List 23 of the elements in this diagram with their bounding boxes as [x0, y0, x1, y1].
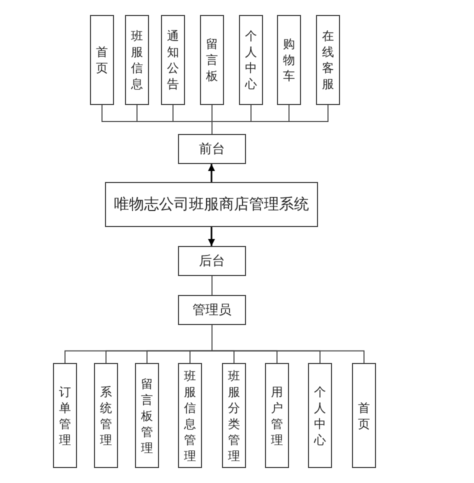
- process-box: 管理员: [178, 295, 246, 325]
- module-box: 个人中心: [308, 363, 332, 468]
- module-box: 班服信息: [125, 15, 149, 105]
- module-box: 在线客服: [316, 15, 340, 105]
- module-box: 留言板: [200, 15, 224, 105]
- system-box: 唯物志公司班服商店管理系统: [105, 182, 318, 227]
- arrow: [208, 164, 215, 182]
- module-box: 通知公告: [161, 15, 185, 105]
- module-box: 个人中心: [239, 15, 263, 105]
- module-box: 首页: [352, 363, 376, 468]
- connector-line: [212, 104, 328, 134]
- module-box: 系统管理: [94, 363, 118, 468]
- module-box: 首页: [90, 15, 114, 105]
- process-box: 前台: [178, 134, 246, 164]
- module-box: 班服信息管理: [178, 363, 202, 468]
- process-box: 后台: [178, 246, 246, 276]
- connector-line: [212, 324, 364, 364]
- arrow: [208, 227, 215, 246]
- module-box: 订单管理: [53, 363, 77, 468]
- module-box: 购物车: [277, 15, 301, 105]
- module-box: 用户管理: [265, 363, 289, 468]
- module-box: 班服分类管理: [222, 363, 246, 468]
- module-box: 留言板管理: [135, 363, 159, 468]
